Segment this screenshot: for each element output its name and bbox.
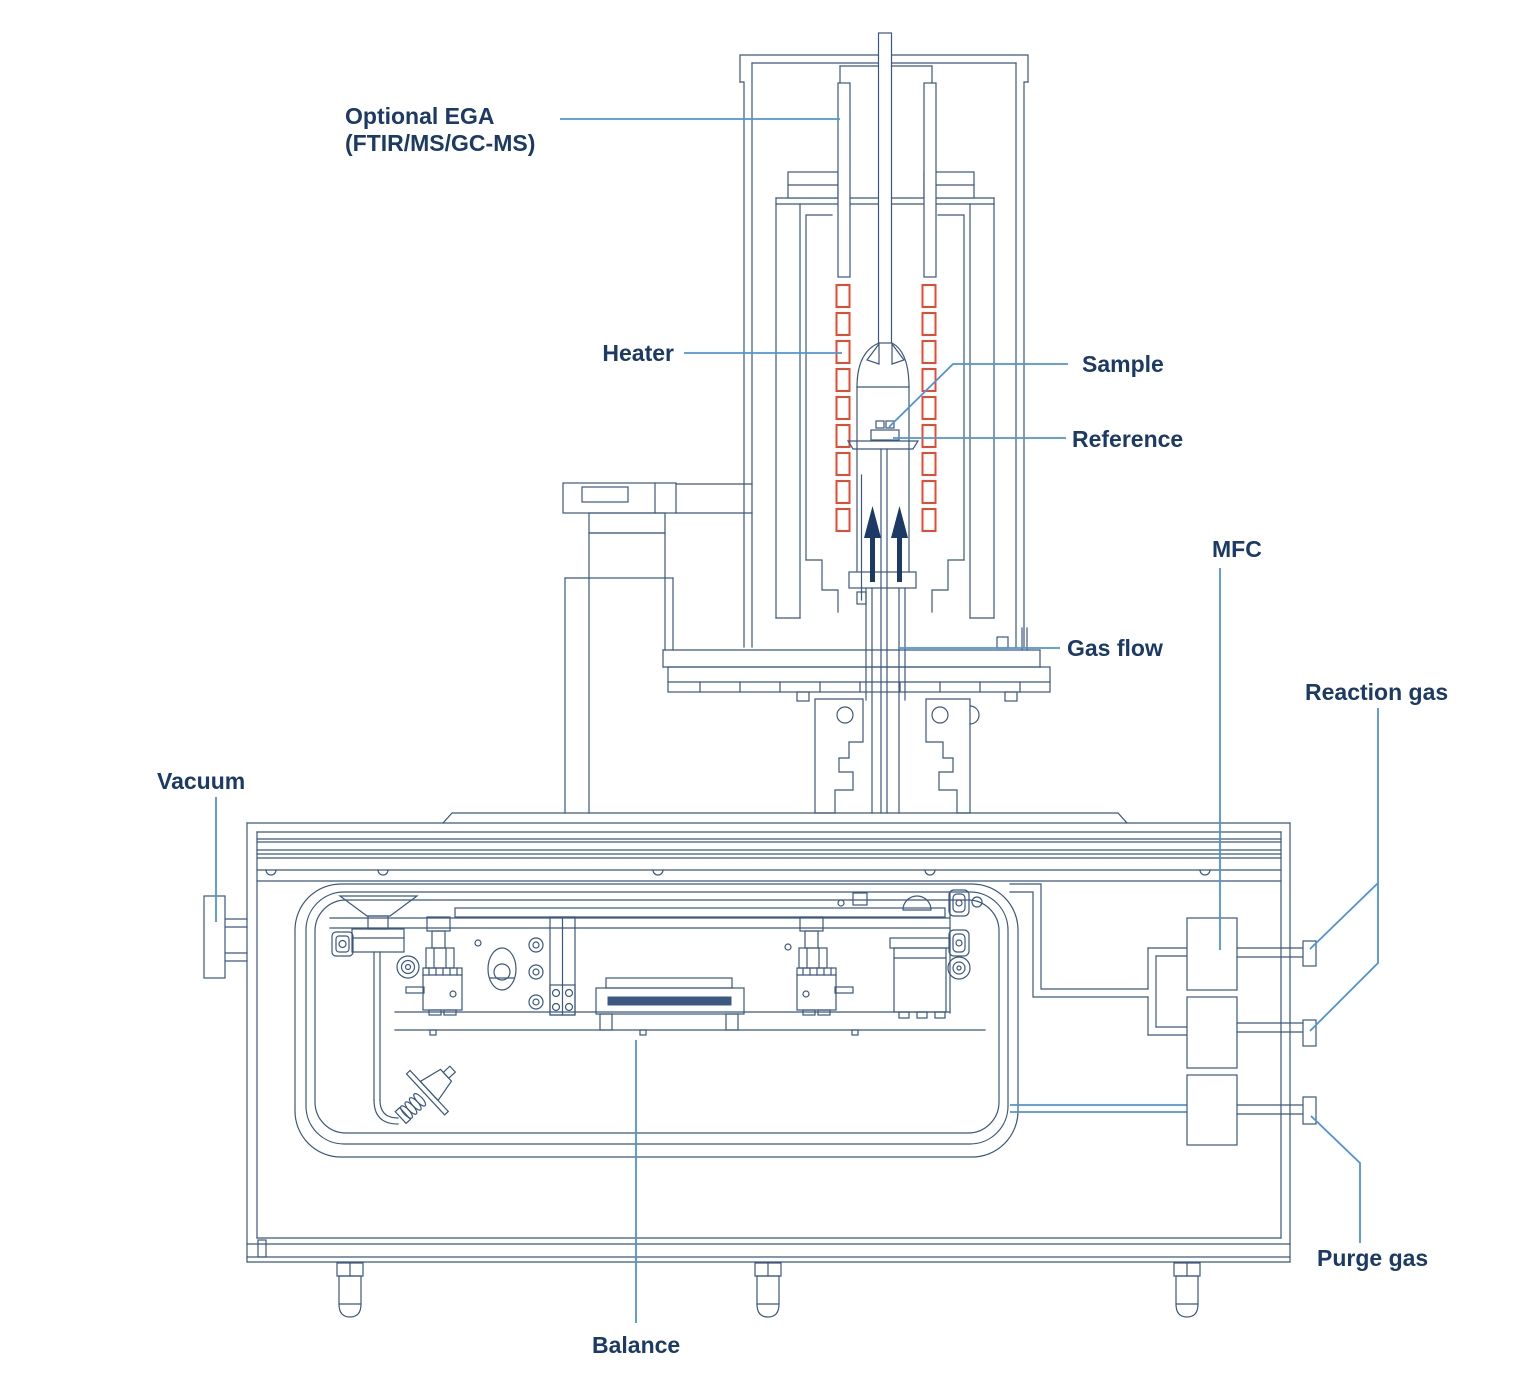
label-balance: Balance xyxy=(592,1332,680,1358)
label-reaction-gas: Reaction gas xyxy=(1305,679,1448,705)
mounting-clamps xyxy=(814,698,980,814)
crucible-assembly xyxy=(846,420,920,814)
support-column xyxy=(562,482,753,814)
gas-inlet-ports xyxy=(1302,940,1317,1125)
balance-mechanism xyxy=(329,889,986,1036)
label-mfc: MFC xyxy=(1212,536,1262,562)
leader-reaction-gas xyxy=(1309,708,1379,1032)
gas-manifold xyxy=(1009,883,1188,1036)
mounting-plate xyxy=(442,812,1128,824)
label-reference: Reference xyxy=(1072,426,1183,452)
label-optional-ega-line2: (FTIR/MS/GC-MS) xyxy=(345,130,535,156)
furnace-base-flange xyxy=(662,627,1051,702)
purge-filter xyxy=(373,951,457,1125)
leveling-feet xyxy=(336,1262,1201,1318)
furnace-housing xyxy=(739,54,1029,648)
label-sample: Sample xyxy=(1082,351,1164,377)
ega-capillary-tube xyxy=(877,32,893,344)
cabinet xyxy=(246,822,1291,1263)
label-gas-flow: Gas flow xyxy=(1067,635,1163,661)
furnace-inner-assembly xyxy=(775,65,995,619)
purge-gas-line xyxy=(1010,1104,1187,1113)
vacuum-port xyxy=(203,895,248,979)
label-purge-gas: Purge gas xyxy=(1317,1245,1428,1271)
balance-chamber xyxy=(294,883,1019,1158)
collar-and-hangdown-tubes xyxy=(848,571,917,814)
gas-flow-arrows xyxy=(864,506,908,582)
label-vacuum: Vacuum xyxy=(157,768,245,794)
mfc-blocks xyxy=(1186,917,1305,1146)
label-optional-ega-line1: Optional EGA xyxy=(345,103,495,129)
leader-purge-gas xyxy=(1310,1115,1361,1243)
label-heater: Heater xyxy=(602,340,674,366)
leader-sample xyxy=(888,363,1068,428)
bell-jar xyxy=(856,342,910,573)
